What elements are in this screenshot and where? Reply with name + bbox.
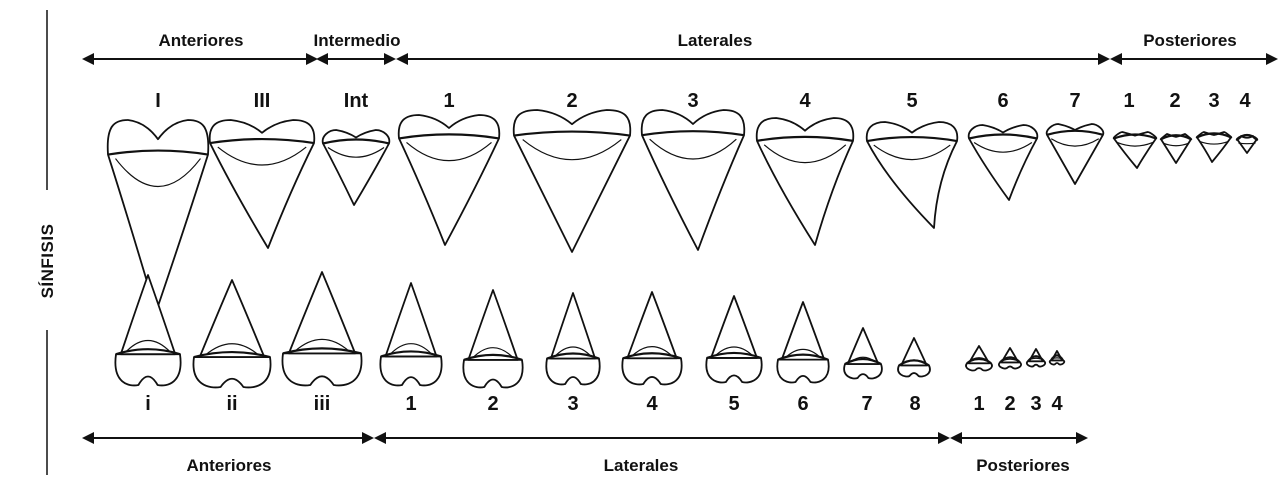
lower-tooth	[706, 296, 761, 382]
upper-arrow-posteriores	[1110, 53, 1278, 65]
upper-tooth	[399, 115, 500, 245]
lower-teeth	[115, 272, 1064, 387]
lower-tooth-label: iii	[314, 393, 331, 415]
upper-tooth	[757, 118, 854, 245]
lower-tooth-label: 7	[861, 393, 872, 415]
upper-tooth-label: 6	[997, 90, 1008, 112]
lower-tooth	[999, 348, 1021, 369]
lower-tooth-label: 6	[797, 393, 808, 415]
upper-group-label-laterales: Laterales	[678, 31, 753, 50]
upper-tooth-label: 1	[443, 90, 454, 112]
lower-tooth	[463, 290, 522, 387]
lower-tooth-label: ii	[226, 393, 237, 415]
upper-tooth-label: 2	[1169, 90, 1180, 112]
lower-tooth	[1050, 351, 1065, 365]
lower-tooth	[546, 293, 599, 384]
lower-tooth-label: 4	[646, 393, 658, 415]
upper-tooth-label: 4	[799, 90, 811, 112]
upper-tooth-label: 1	[1123, 90, 1134, 112]
lower-tooth	[380, 283, 441, 385]
upper-tooth	[867, 122, 958, 228]
lower-tooth	[115, 275, 180, 385]
upper-tooth	[969, 125, 1038, 200]
upper-group-label-anteriores: Anteriores	[158, 31, 243, 50]
upper-arrow-anteriores	[82, 53, 318, 65]
upper-tooth-label: 2	[566, 90, 577, 112]
lower-arrow-posteriores	[950, 432, 1088, 444]
upper-tooth	[108, 120, 209, 312]
lower-tooth	[1027, 349, 1045, 367]
upper-tooth-label: 3	[687, 90, 698, 112]
lower-tooth-label: 2	[487, 393, 498, 415]
symphysis-label: SÍNFISIS	[38, 224, 57, 299]
upper-tooth	[642, 110, 745, 250]
upper-tooth	[323, 130, 390, 205]
upper-tooth-label: I	[155, 90, 161, 112]
upper-tooth-label: 5	[906, 90, 917, 112]
upper-group-label-posteriores: Posteriores	[1143, 31, 1237, 50]
upper-tooth-label: 3	[1208, 90, 1219, 112]
lower-group-label-anteriores: Anteriores	[186, 456, 271, 475]
upper-tooth-label: Int	[344, 90, 369, 112]
upper-tooth	[1161, 134, 1192, 163]
lower-arrow-laterales	[374, 432, 950, 444]
lower-tooth	[777, 302, 828, 382]
upper-tooth	[514, 110, 631, 252]
lower-tooth	[898, 338, 930, 377]
upper-tooth	[1047, 124, 1104, 184]
upper-group-label-intermedio: Intermedio	[314, 31, 401, 50]
lower-tooth	[844, 328, 882, 378]
upper-arrow-intermedio	[316, 53, 396, 65]
lower-tooth	[966, 346, 992, 371]
lower-tooth-label: 8	[909, 393, 920, 415]
upper-tooth-label: III	[254, 90, 271, 112]
lower-group-label-posteriores: Posteriores	[976, 456, 1070, 475]
upper-tooth	[1114, 132, 1157, 168]
upper-teeth	[108, 110, 1258, 312]
lower-tooth-label: 4	[1051, 393, 1063, 415]
lower-tooth-label: i	[145, 393, 151, 415]
lower-tooth-label: 1	[973, 393, 984, 415]
lower-tooth-label: 1	[405, 393, 416, 415]
upper-tooth	[1237, 135, 1258, 153]
lower-tooth-label: 5	[728, 393, 739, 415]
lower-tooth	[193, 280, 270, 387]
lower-tooth	[622, 292, 681, 384]
lower-tooth-label: 3	[567, 393, 578, 415]
upper-tooth-label: 4	[1239, 90, 1251, 112]
lower-tooth-label: 2	[1004, 393, 1015, 415]
upper-arrow-laterales	[396, 53, 1110, 65]
lower-group-label-laterales: Laterales	[604, 456, 679, 475]
upper-tooth-label: 7	[1069, 90, 1080, 112]
upper-tooth	[1197, 132, 1232, 162]
lower-tooth-label: 3	[1030, 393, 1041, 415]
lower-tooth	[282, 272, 361, 385]
lower-arrow-anteriores	[82, 432, 374, 444]
upper-tooth	[210, 120, 315, 248]
